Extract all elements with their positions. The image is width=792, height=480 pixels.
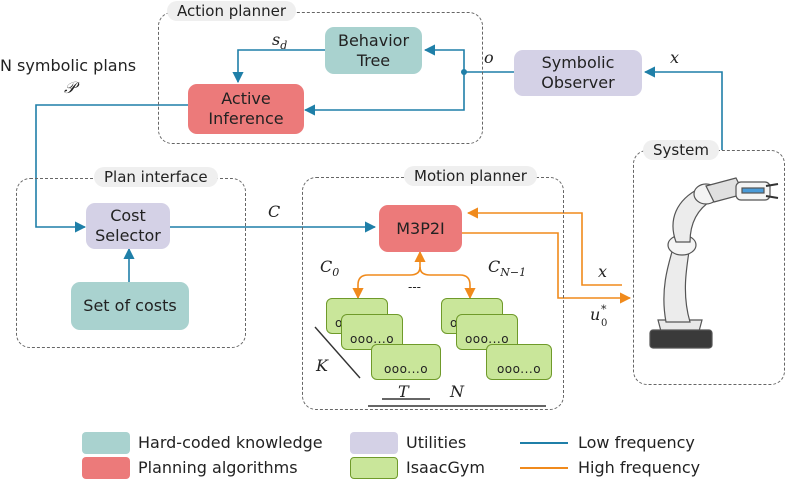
arrow-m3p2i-to-cn1 [419,266,476,300]
k-label: K [316,356,328,375]
legend-label-hard-coded: Hard-coded knowledge [138,433,323,452]
t-label: T [398,382,409,401]
svg-text:u: u [590,305,600,324]
action-planner-title: Action planner [167,1,297,21]
x-right-label: x [598,262,608,281]
isaacgym-env: ooo...o [456,314,518,350]
symbolic-observer-line2: Observer [541,73,615,92]
p-label: 𝒫 [64,78,76,97]
arrow-m3p2i-to-c0 [352,250,426,300]
dashes-label: --- [408,280,421,294]
legend-swatch-utilities [350,432,398,454]
legend-line-low-frequency [520,442,568,444]
isaacgym-env: ooo...o [341,314,403,350]
arrow-m3p2i-to-system-control [462,232,632,304]
n-symbolic-plans-label: N symbolic plans [0,56,137,75]
active-inference-line2: Inference [208,109,284,128]
arrow-active-inference-to-cost-selector [35,104,188,233]
behavior-tree-line2: Tree [356,50,391,70]
arrow-observer-to-behavior-tree [423,44,514,73]
cn1-label: CN−1 [488,257,527,280]
active-inference-line1: Active [221,89,271,108]
n-label: N [450,382,464,401]
k-axis-line [314,326,361,379]
cost-selector-line2: Selector [95,226,161,245]
legend-swatch-isaacgym [350,457,398,479]
o-label: o [484,48,494,67]
c0-label: C0 [320,257,340,280]
isaacgym-env: ooo...o [486,344,552,380]
action-planner-group [158,12,483,144]
set-of-costs-block: Set of costs [71,282,189,330]
plan-interface-title: Plan interface [94,167,218,187]
u0-label: u 0 * [590,304,607,329]
sd-label: sd [272,30,288,53]
cost-selector-line1: Cost [110,206,146,225]
symbolic-observer-line1: Symbolic [541,53,615,72]
legend-label-utilities: Utilities [406,433,467,452]
legend-label-high-frequency: High frequency [578,458,701,477]
svg-text:*: * [601,304,607,316]
arrow-system-state-to-m3p2i [466,207,622,286]
motion-planner-title: Motion planner [404,166,537,186]
m3p2i-block: M3P2I [379,205,462,252]
legend-swatch-planning [82,457,130,479]
x-top-label: x [670,48,680,67]
system-title: System [643,140,719,160]
robot-arm-illustration [649,177,779,349]
svg-text:0: 0 [601,318,607,329]
legend-label-low-frequency: Low frequency [578,433,695,452]
legend-label-planning: Planning algorithms [138,458,298,477]
arrow-observer-to-active-inference [303,72,465,116]
junction-dot [461,69,467,75]
arrow-behavior-tree-to-active-inference [232,49,325,84]
c-label: C [268,202,281,221]
arrow-system-to-observer [643,66,723,150]
isaacgym-env: ooo...o [371,344,441,380]
legend-label-isaacgym: IsaacGym [406,458,485,477]
legend-swatch-hard-coded [82,432,130,454]
legend-line-high-frequency [520,467,568,469]
behavior-tree-line1: Behavior [337,30,410,50]
